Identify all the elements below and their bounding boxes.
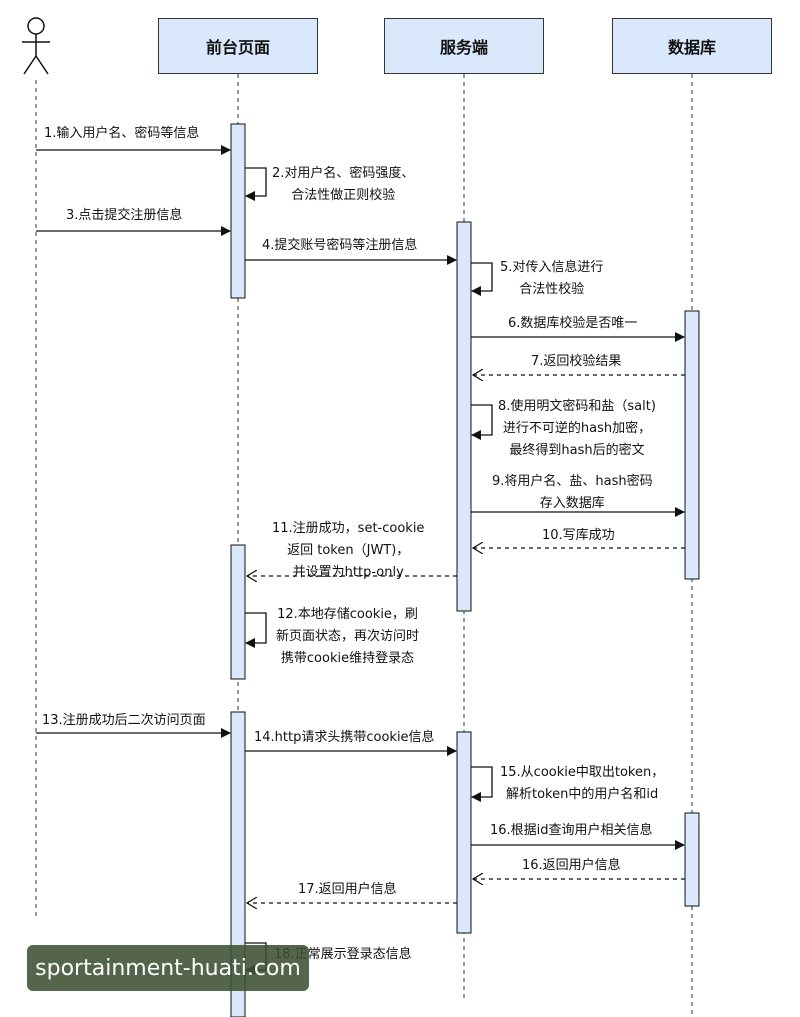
- msg-8-label-line: 进行不可逆的hash加密，: [502, 421, 652, 436]
- msg-9-label-line: 9.将用户名、盐、hash密码: [492, 474, 653, 489]
- msg-8-label: 8.使用明文密码和盐（salt) 进行不可逆的hash加密， 最终得到hash后…: [498, 396, 656, 462]
- msg-12-self-arrow: [245, 612, 267, 648]
- msg-16-response-label: 16.返回用户信息: [522, 855, 621, 877]
- msg-7-label-line: 7.返回校验结果: [531, 354, 622, 369]
- msg-5-label-line: 合法性校验: [519, 282, 585, 297]
- msg-10-label: 10.写库成功: [542, 525, 615, 547]
- msg-13-label-line: 13.注册成功后二次访问页面: [42, 713, 206, 728]
- msg-15-label: 15.从cookie中取出token， 解析token中的用户名和id: [500, 762, 664, 806]
- msg-6-label-line: 6.数据库校验是否唯一: [508, 316, 638, 331]
- msg-15-label-line: 15.从cookie中取出token，: [500, 765, 665, 780]
- msg-5-label: 5.对传入信息进行 合法性校验: [500, 257, 603, 301]
- msg-1-label: 1.输入用户名、密码等信息: [44, 123, 199, 145]
- msg-3-label-line: 3.点击提交注册信息: [66, 208, 183, 223]
- msg-12-label-line: 携带cookie维持登录态: [280, 651, 415, 666]
- frontend-activation-2: [230, 544, 246, 680]
- msg-17-label-line: 17.返回用户信息: [298, 882, 397, 897]
- msg-15-label-line: 解析token中的用户名和id: [506, 787, 659, 802]
- msg-11-label-line: 11.注册成功，set-cookie: [272, 521, 425, 536]
- participant-server-label: 服务端: [439, 38, 488, 57]
- watermark-badge: sportainment-huati.com: [27, 945, 309, 991]
- msg-11-label-line: 并设置为http-only: [292, 565, 404, 580]
- msg-5-self-arrow: [471, 262, 493, 296]
- msg-2-label-line: 合法性做正则校验: [291, 188, 396, 203]
- msg-12-label-line: 新页面状态，再次访问时: [276, 629, 420, 644]
- frontend-activation-1: [230, 123, 246, 299]
- participant-frontend-label: 前台页面: [205, 38, 270, 57]
- participant-database: 数据库: [612, 18, 772, 74]
- msg-2-label-line: 2.对用户名、密码强度、: [272, 166, 415, 181]
- msg-1-label-line: 1.输入用户名、密码等信息: [44, 126, 200, 141]
- participant-server: 服务端: [384, 18, 544, 74]
- frontend-activation-3: [230, 711, 246, 1017]
- msg-13-label: 13.注册成功后二次访问页面: [42, 710, 206, 732]
- msg-6-label: 6.数据库校验是否唯一: [508, 313, 637, 335]
- msg-15-self-arrow: [471, 766, 493, 802]
- msg-2-self-arrow: [245, 167, 267, 201]
- database-activation-2: [684, 812, 700, 907]
- msg-4-label: 4.提交账号密码等注册信息: [262, 235, 417, 257]
- msg-9-label-line: 存入数据库: [539, 496, 605, 511]
- msg-14-label: 14.http请求头携带cookie信息: [254, 727, 435, 749]
- database-activation-1: [684, 310, 700, 580]
- msg-16-request-label-line: 16.根据id查询用户相关信息: [490, 823, 653, 838]
- msg-12-label: 12.本地存储cookie，刷 新页面状态，再次访问时 携带cookie维持登录…: [276, 604, 419, 670]
- msg-9-label: 9.将用户名、盐、hash密码 存入数据库: [492, 471, 653, 515]
- msg-16-response-label-line: 16.返回用户信息: [522, 858, 621, 873]
- participant-database-label: 数据库: [667, 38, 716, 57]
- msg-12-label-line: 12.本地存储cookie，刷: [277, 607, 418, 622]
- msg-8-self-arrow: [471, 404, 493, 440]
- msg-8-label-line: 最终得到hash后的密文: [509, 443, 645, 458]
- msg-11-label: 11.注册成功，set-cookie 返回 token（JWT)， 并设置为ht…: [272, 518, 424, 584]
- msg-8-label-line: 8.使用明文密码和盐（salt): [498, 399, 656, 414]
- msg-10-label-line: 10.写库成功: [542, 528, 615, 543]
- msg-4-label-line: 4.提交账号密码等注册信息: [262, 238, 418, 253]
- msg-7-label: 7.返回校验结果: [531, 351, 621, 373]
- watermark-text: sportainment-huati.com: [35, 955, 301, 981]
- user-actor-icon: [22, 17, 50, 75]
- msg-17-label: 17.返回用户信息: [298, 879, 397, 901]
- msg-16-request-label: 16.根据id查询用户相关信息: [490, 820, 653, 842]
- server-activation-1: [456, 221, 472, 612]
- msg-3-label: 3.点击提交注册信息: [66, 205, 182, 227]
- participant-frontend: 前台页面: [158, 18, 318, 74]
- server-activation-2: [456, 731, 472, 934]
- msg-11-label-line: 返回 token（JWT)，: [287, 543, 410, 558]
- msg-2-label: 2.对用户名、密码强度、 合法性做正则校验: [272, 163, 414, 207]
- msg-5-label-line: 5.对传入信息进行: [500, 260, 604, 275]
- msg-14-label-line: 14.http请求头携带cookie信息: [254, 730, 435, 745]
